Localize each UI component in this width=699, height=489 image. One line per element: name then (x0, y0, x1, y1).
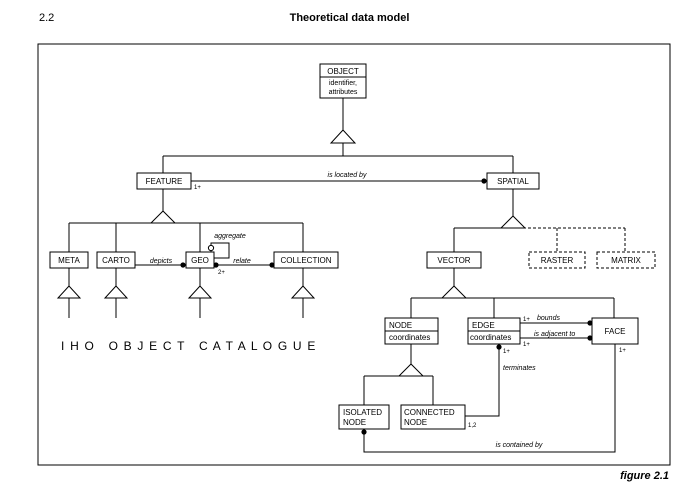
generalization-triangle (440, 285, 468, 299)
multiplicity-feature: 1+ (194, 185, 201, 191)
association-dot (180, 262, 186, 268)
geo-box: GEO (185, 251, 215, 269)
multiplicity-face: 1+ (619, 348, 626, 354)
isolated-node-box: ISOLATED NODE (338, 404, 390, 430)
multiplicity-edge-bounds: 1+ (523, 317, 530, 323)
geo-label: GEO (191, 256, 209, 265)
object-attr-identifier: identifier, (329, 80, 357, 87)
carto-label: CARTO (102, 256, 130, 265)
association-dot (587, 335, 593, 341)
association-dot (481, 178, 487, 184)
spatial-label: SPATIAL (497, 177, 529, 186)
object-label: OBJECT (327, 67, 359, 76)
connected-node-label-1: CONNECTED (404, 408, 455, 417)
edge-label: EDGE (472, 321, 495, 330)
section-number: 2.2 (39, 12, 55, 24)
matrix-label: MATRIX (611, 256, 641, 265)
carto-box: CARTO (96, 251, 136, 269)
meta-label: META (58, 256, 80, 265)
generalization-triangle (149, 210, 177, 224)
relation-depicts: depicts (150, 258, 173, 265)
feature-label: FEATURE (146, 177, 183, 186)
object-catalogue-label: I H O O B J E C T C A T A L O G U E (61, 339, 317, 353)
edge-attr-coordinates: coordinates (470, 333, 511, 342)
multiplicity-geo: 2+ (218, 270, 225, 276)
object-box: OBJECT identifier, attributes (319, 63, 367, 99)
isolated-node-label-1: ISOLATED (343, 408, 382, 417)
carto-subtype-triangle (103, 268, 129, 318)
object-attr-attributes: attributes (329, 89, 358, 96)
collection-subtype-triangle (290, 268, 316, 318)
relation-aggregate: aggregate (214, 233, 246, 240)
connected-node-label-2: NODE (404, 418, 427, 427)
aggregate-open-dot (207, 244, 215, 252)
edge-box: EDGE coordinates (467, 317, 521, 345)
node-box: NODE coordinates (384, 317, 439, 345)
association-dot (587, 320, 593, 326)
association-dot (213, 262, 219, 268)
relation-terminates: terminates (503, 365, 536, 372)
diagram-frame (37, 43, 671, 466)
raster-box: RASTER (528, 251, 586, 269)
meta-subtype-triangle (56, 268, 82, 318)
association-dot (496, 344, 502, 350)
collection-label: COLLECTION (280, 256, 331, 265)
relation-is-contained-by: is contained by (496, 442, 543, 449)
relation-is-located-by: is located by (328, 172, 367, 179)
connected-node-box: CONNECTED NODE (400, 404, 466, 430)
multiplicity-connected: 1,2 (468, 423, 477, 429)
relation-is-adjacent-to: is adjacent to (534, 331, 575, 338)
multiplicity-edge-terminates: 1+ (503, 349, 510, 355)
geo-subtype-triangle (187, 268, 213, 318)
relation-relate: relate (233, 258, 251, 265)
spatial-box: SPATIAL (486, 172, 540, 190)
vector-label: VECTOR (437, 256, 470, 265)
generalization-triangle (397, 363, 425, 377)
figure-label: figure 2.1 (620, 470, 669, 482)
feature-box: FEATURE (136, 172, 192, 190)
association-dot (361, 429, 367, 435)
vector-box: VECTOR (426, 251, 482, 269)
meta-box: META (49, 251, 89, 269)
node-label: NODE (389, 321, 412, 330)
face-box: FACE (591, 317, 639, 345)
isolated-node-label-2: NODE (343, 418, 366, 427)
collection-box: COLLECTION (273, 251, 339, 269)
multiplicity-edge-adjacent: 1+ (523, 342, 530, 348)
matrix-box: MATRIX (596, 251, 656, 269)
face-label: FACE (605, 327, 626, 336)
generalization-triangle (499, 215, 527, 229)
generalization-triangle (329, 129, 357, 144)
association-dot (269, 262, 275, 268)
relation-bounds: bounds (537, 315, 560, 322)
raster-label: RASTER (541, 256, 574, 265)
node-attr-coordinates: coordinates (389, 333, 430, 342)
page-title: Theoretical data model (289, 12, 410, 24)
